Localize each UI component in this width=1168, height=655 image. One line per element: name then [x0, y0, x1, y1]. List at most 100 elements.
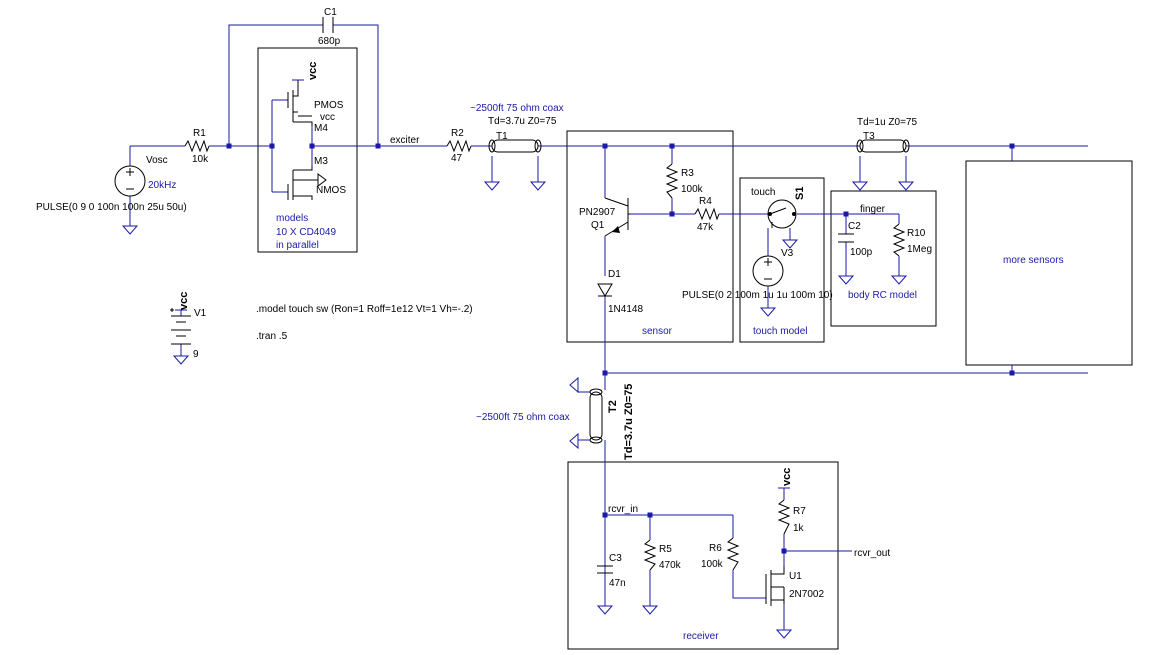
- resistor-r5: [643, 539, 657, 571]
- label-models-3: in parallel: [276, 240, 319, 251]
- label-rcvr-out: rcvr_out: [854, 548, 890, 559]
- label-r1: R1: [193, 128, 206, 139]
- label-r2: R2: [451, 128, 464, 139]
- label-c3: C3: [609, 553, 622, 564]
- label-coax1: ~2500ft 75 ohm coax: [470, 103, 564, 114]
- label-r7: R7: [793, 506, 806, 517]
- battery-v1: [170, 308, 191, 345]
- body-rc-box: [830, 190, 937, 327]
- label-t2-params: Td=3.7u Z0=75: [623, 384, 635, 460]
- label-touch: touch: [751, 187, 775, 198]
- label-t3-params: Td=1u Z0=75: [857, 117, 917, 128]
- label-d1: D1: [608, 269, 621, 280]
- label-receiver: receiver: [683, 631, 719, 642]
- label-vcc-models: vcc: [307, 62, 319, 80]
- label-t2: T2: [607, 400, 619, 413]
- label-nmos: NMOS: [316, 185, 346, 196]
- label-r6: R6: [709, 543, 722, 554]
- label-u1-part: 2N7002: [789, 589, 824, 600]
- label-m3: M3: [314, 156, 328, 167]
- more-sensors-box: [965, 160, 1133, 366]
- label-u1: U1: [789, 571, 802, 582]
- label-rcvr-in: rcvr_in: [608, 504, 638, 515]
- tran-directive: .tran .5: [256, 331, 288, 342]
- label-v1-vcc: vcc: [178, 292, 190, 310]
- label-t1-params: Td=3.7u Z0=75: [488, 116, 557, 127]
- label-sensor: sensor: [642, 326, 673, 337]
- label-models-2: 10 X CD4049: [276, 227, 336, 238]
- inverter-mosfets: [287, 80, 327, 200]
- capacitor-c3: [597, 565, 613, 574]
- receiver-box: [567, 461, 839, 650]
- label-vosc-pulse: PULSE(0 9 0 100n 100n 25u 50u): [36, 202, 187, 213]
- label-r3-value: 100k: [681, 184, 704, 195]
- label-v1: V1: [194, 308, 207, 319]
- wires: [129, 24, 1088, 624]
- label-vcc-receiver: vcc: [781, 468, 793, 486]
- label-v3: V3: [781, 248, 794, 259]
- label-v1-value: 9: [193, 349, 199, 360]
- label-vosc-freq: 20kHz: [148, 180, 176, 191]
- label-r1-value: 10k: [192, 154, 209, 165]
- label-r3: R3: [681, 168, 694, 179]
- label-r7-value: 1k: [793, 523, 805, 534]
- label-vosc: Vosc: [146, 155, 168, 166]
- resistor-r1: [184, 139, 210, 153]
- label-c2: C2: [848, 221, 861, 232]
- resistor-r10: [892, 223, 906, 257]
- mosfet-u1: [765, 566, 785, 606]
- label-d1-part: 1N4148: [608, 304, 643, 315]
- label-q1: Q1: [591, 220, 605, 231]
- source-v3: [752, 255, 784, 287]
- label-exciter: exciter: [390, 135, 420, 146]
- resistor-r3: [665, 163, 679, 199]
- label-c2-value: 100p: [850, 247, 873, 258]
- label-r5: R5: [659, 544, 672, 555]
- model-directive: .model touch sw (Ron=1 Roff=1e12 Vt=1 Vh…: [256, 304, 473, 315]
- touch-model-box: [739, 177, 825, 343]
- junctions: [226, 143, 1015, 554]
- sensor-box: [566, 130, 734, 343]
- label-r10-value: 1Meg: [907, 244, 932, 255]
- label-c3-value: 47n: [609, 578, 626, 589]
- transistor-q1: [604, 197, 630, 237]
- label-finger: finger: [860, 204, 886, 215]
- label-models-1: models: [276, 213, 308, 224]
- transmission-line-t3: [856, 139, 910, 153]
- resistor-r6: [726, 537, 740, 571]
- label-c1: C1: [324, 7, 337, 18]
- t2-ground-bottom: [569, 432, 579, 450]
- switch-s1: [767, 199, 797, 229]
- capacitor-c2: [838, 233, 854, 243]
- transmission-line-t1: [488, 139, 542, 153]
- label-r6-value: 100k: [701, 559, 724, 570]
- resistor-r7: [777, 499, 791, 535]
- label-touch-model: touch model: [753, 326, 807, 337]
- label-t1: T1: [496, 131, 508, 142]
- label-v3-pulse: PULSE(0 2 100m 1u 1u 100m 10): [682, 290, 833, 301]
- label-body-rc: body RC model: [848, 290, 917, 301]
- label-r5-value: 470k: [659, 560, 682, 571]
- capacitor-c1: [322, 17, 334, 33]
- label-pmos: PMOS: [314, 100, 344, 111]
- resistor-r2: [446, 139, 472, 153]
- label-t3: T3: [863, 131, 875, 142]
- label-coax2: ~2500ft 75 ohm coax: [476, 412, 570, 423]
- label-pmos-vcc: vcc: [320, 112, 335, 123]
- diode-d1: [597, 283, 613, 297]
- t2-ground-top: [569, 376, 579, 394]
- resistor-r4: [694, 207, 720, 221]
- label-pn2907: PN2907: [579, 207, 616, 218]
- transmission-line-t2: [589, 388, 603, 444]
- label-r2-value: 47: [451, 153, 463, 164]
- label-r4-value: 47k: [697, 222, 714, 233]
- label-m4: M4: [314, 123, 328, 134]
- source-vosc: [114, 165, 146, 197]
- models-box: [257, 47, 358, 253]
- label-r4: R4: [699, 196, 712, 207]
- label-c1-value: 680p: [318, 36, 341, 47]
- label-s1: S1: [794, 187, 806, 200]
- label-r10: R10: [907, 228, 926, 239]
- label-more-sensors: more sensors: [1003, 255, 1064, 266]
